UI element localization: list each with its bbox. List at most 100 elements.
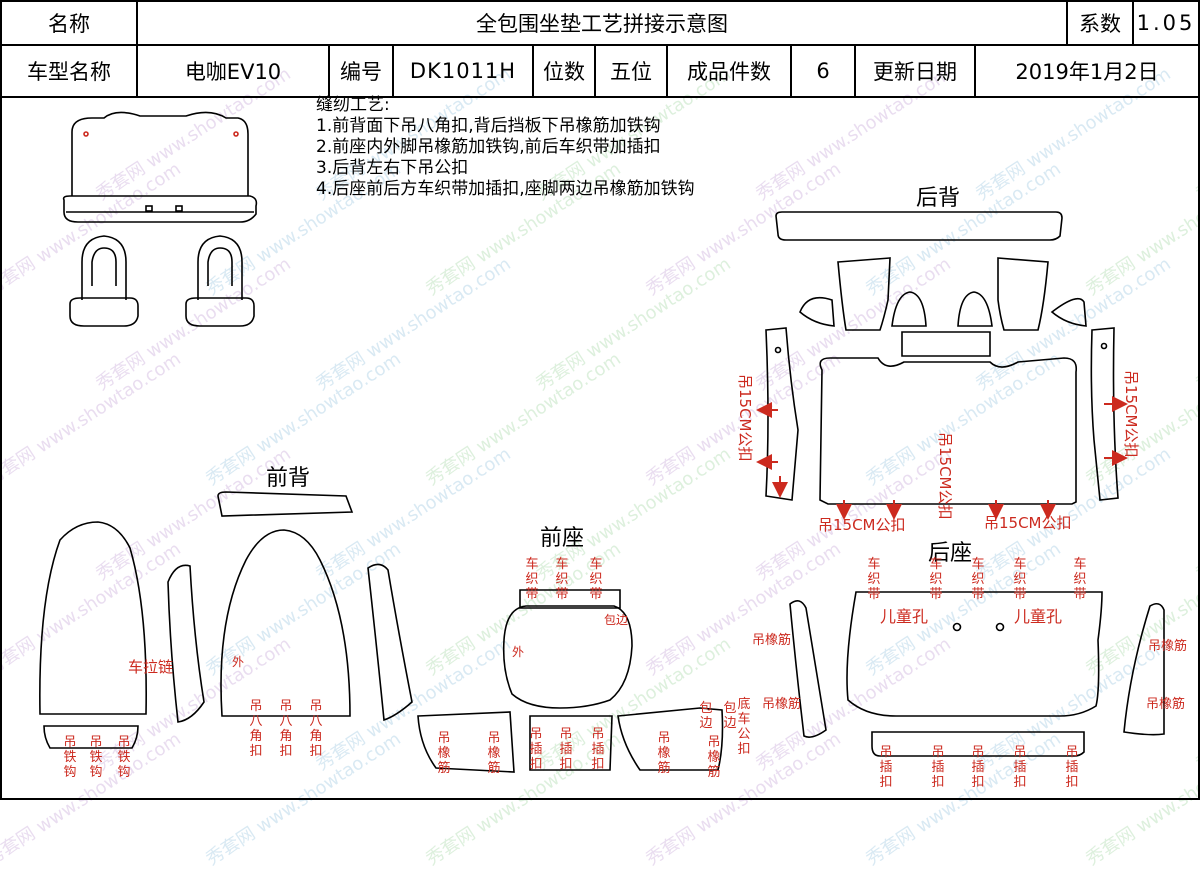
label-rear-back-center: 吊15CM公扣 — [936, 432, 954, 520]
label-webbing: 车织带 — [867, 556, 880, 602]
label-insert-buckle: 吊插扣 — [931, 745, 944, 790]
child-hole — [952, 622, 962, 632]
front-back-side-right — [367, 563, 413, 722]
rear-back-headrest-right — [997, 257, 1049, 331]
annotation-texts: 吊15CM公扣 吊15CM公扣 吊15CM公扣 吊15CM公扣 吊15CM公扣 … — [128, 370, 1140, 676]
label-bottom-buckle: 底车公扣 — [737, 696, 750, 757]
label-child-hole: 儿童孔 — [880, 607, 928, 626]
section-title-front-back: 前背 — [266, 466, 311, 491]
name-label: 名称 — [2, 2, 138, 44]
seats-label: 位数 — [534, 46, 596, 96]
coef-label: 系数 — [1068, 2, 1134, 44]
label-webbing: 车织带 — [1073, 556, 1086, 602]
rear-bench-back — [71, 111, 249, 196]
model-value: 电咖EV10 — [138, 46, 330, 96]
buckle-mark — [175, 205, 183, 212]
front-seat-top-strip — [519, 589, 621, 609]
label-wrap-edge: 包边 — [604, 613, 628, 627]
rear-back-top-strip — [775, 211, 1063, 241]
front-seat-bottom-left — [417, 711, 515, 773]
hole-mark — [1100, 342, 1108, 350]
label-outer: 外 — [232, 655, 244, 669]
label-insert-buckle: 吊插扣 — [559, 727, 572, 772]
front-back-main — [220, 529, 351, 717]
hole-mark — [774, 346, 782, 354]
label-zipper: 车拉链 — [128, 658, 173, 676]
child-hole — [995, 622, 1005, 632]
model-label: 车型名称 — [2, 46, 138, 96]
rear-back-side-right — [1090, 327, 1119, 501]
rear-seat-bottom-strip — [871, 731, 1085, 757]
process-step: 1.前背面下吊八角扣,背后挡板下吊橡筋加铁钩 — [316, 116, 661, 136]
section-title-front-seat: 前座 — [540, 526, 585, 551]
label-webbing: 车织带 — [1013, 556, 1026, 602]
label-iron-hook: 吊铁钩 — [117, 735, 130, 780]
header-row-2: 车型名称 电咖EV10 编号 DK1011H 位数 五位 成品件数 6 更新日期… — [0, 46, 1200, 98]
front-back-left — [39, 521, 147, 715]
label-insert-buckle: 吊插扣 — [971, 745, 984, 790]
label-webbing: 车织带 — [525, 556, 538, 602]
front-seat-pieces — [417, 589, 724, 773]
label-child-hole: 儿童孔 — [1014, 607, 1062, 626]
label-insert-buckle: 吊插扣 — [591, 727, 604, 772]
label-iron-hook: 吊铁钩 — [63, 735, 76, 780]
rear-seat-side-right — [1123, 602, 1165, 736]
rear-back-wing-left2 — [891, 291, 927, 327]
front-back-bottom — [43, 725, 139, 749]
process-step: 4.后座前后方车织带加插扣,座脚两边吊橡筋加铁钩 — [316, 179, 695, 199]
rear-seat-pieces — [789, 591, 1165, 757]
date-value: 2019年1月2日 — [1015, 60, 1159, 84]
label-insert-buckle: 吊插扣 — [879, 745, 892, 790]
label-elastic: 吊橡筋 — [487, 731, 500, 776]
label-webbing: 车织带 — [589, 556, 602, 602]
front-back-zip-panel — [167, 564, 205, 723]
section-title-rear-back: 后背 — [916, 186, 961, 211]
label-rear-back-bottom-right: 吊15CM公扣 — [984, 514, 1072, 532]
rear-back-wing-right — [1050, 297, 1087, 327]
label-elastic: 吊橡筋 — [1146, 696, 1185, 712]
annotation-arrows — [756, 396, 1128, 520]
seats-value: 五位 — [596, 46, 668, 96]
label-webbing: 车织带 — [555, 556, 568, 602]
front-seat-bottom-right — [617, 707, 724, 771]
coef-value: 1.05 — [1136, 11, 1196, 35]
section-title-rear-seat: 后座 — [928, 541, 973, 566]
label-octagon-buckle: 吊八角扣 — [249, 699, 262, 759]
pattern-diagram: 吊15CM公扣 吊15CM公扣 吊15CM公扣 吊15CM公扣 吊15CM公扣 … — [39, 111, 1187, 790]
rear-back-wing-left — [799, 296, 835, 327]
label-rear-back-left: 吊15CM公扣 — [736, 374, 754, 462]
code-label: 编号 — [330, 46, 394, 96]
label-insert-buckle: 吊插扣 — [1065, 745, 1078, 790]
rear-bench-thumbnail — [62, 111, 258, 223]
rear-back-main — [819, 357, 1078, 505]
rear-back-wing-right2 — [957, 291, 993, 327]
label-insert-buckle: 吊插扣 — [1013, 745, 1026, 790]
rear-bench-cushion — [62, 195, 258, 223]
label-elastic: 吊橡筋 — [762, 696, 801, 712]
label-wrap-edge: 包边 — [699, 701, 712, 731]
label-rear-back-bottom-left: 吊15CM公扣 — [818, 516, 906, 534]
pieces-value: 6 — [792, 46, 856, 96]
front-back-top-strip — [217, 491, 354, 517]
code-value: DK1011H — [394, 46, 534, 96]
label-webbing: 车织带 — [929, 556, 942, 602]
front-seat-bottom-center — [529, 715, 613, 771]
label-elastic: 吊橡筋 — [437, 731, 450, 776]
front-seat-thumbnail-right — [185, 235, 255, 327]
label-rear-back-right: 吊15CM公扣 — [1122, 370, 1140, 458]
hole-mark — [83, 131, 89, 137]
label-iron-hook: 吊铁钩 — [89, 735, 102, 780]
label-wrap-edge: 包边 — [723, 701, 736, 731]
process-notes: 缝纫工艺: 1.前背面下吊八角扣,背后挡板下吊橡筋加铁钩 2.前座内外脚吊橡筋加… — [316, 95, 695, 200]
rear-back-center-strip — [901, 331, 991, 357]
rear-seat-side-left — [789, 600, 827, 738]
rear-back-side-left — [765, 327, 799, 501]
label-octagon-buckle: 吊八角扣 — [279, 699, 292, 759]
label-insert-buckle: 吊插扣 — [529, 727, 542, 772]
rear-seat-main — [846, 591, 1103, 717]
label-outer: 外 — [512, 645, 524, 659]
process-step: 2.前座内外脚吊橡筋加铁钩,前后车织带加插扣 — [316, 137, 661, 157]
header-row-1: 名称 全包围坐垫工艺拼接示意图 系数 1.05 — [0, 0, 1200, 46]
rear-back-headrest-left — [837, 257, 891, 331]
process-title: 缝纫工艺: — [316, 95, 390, 115]
